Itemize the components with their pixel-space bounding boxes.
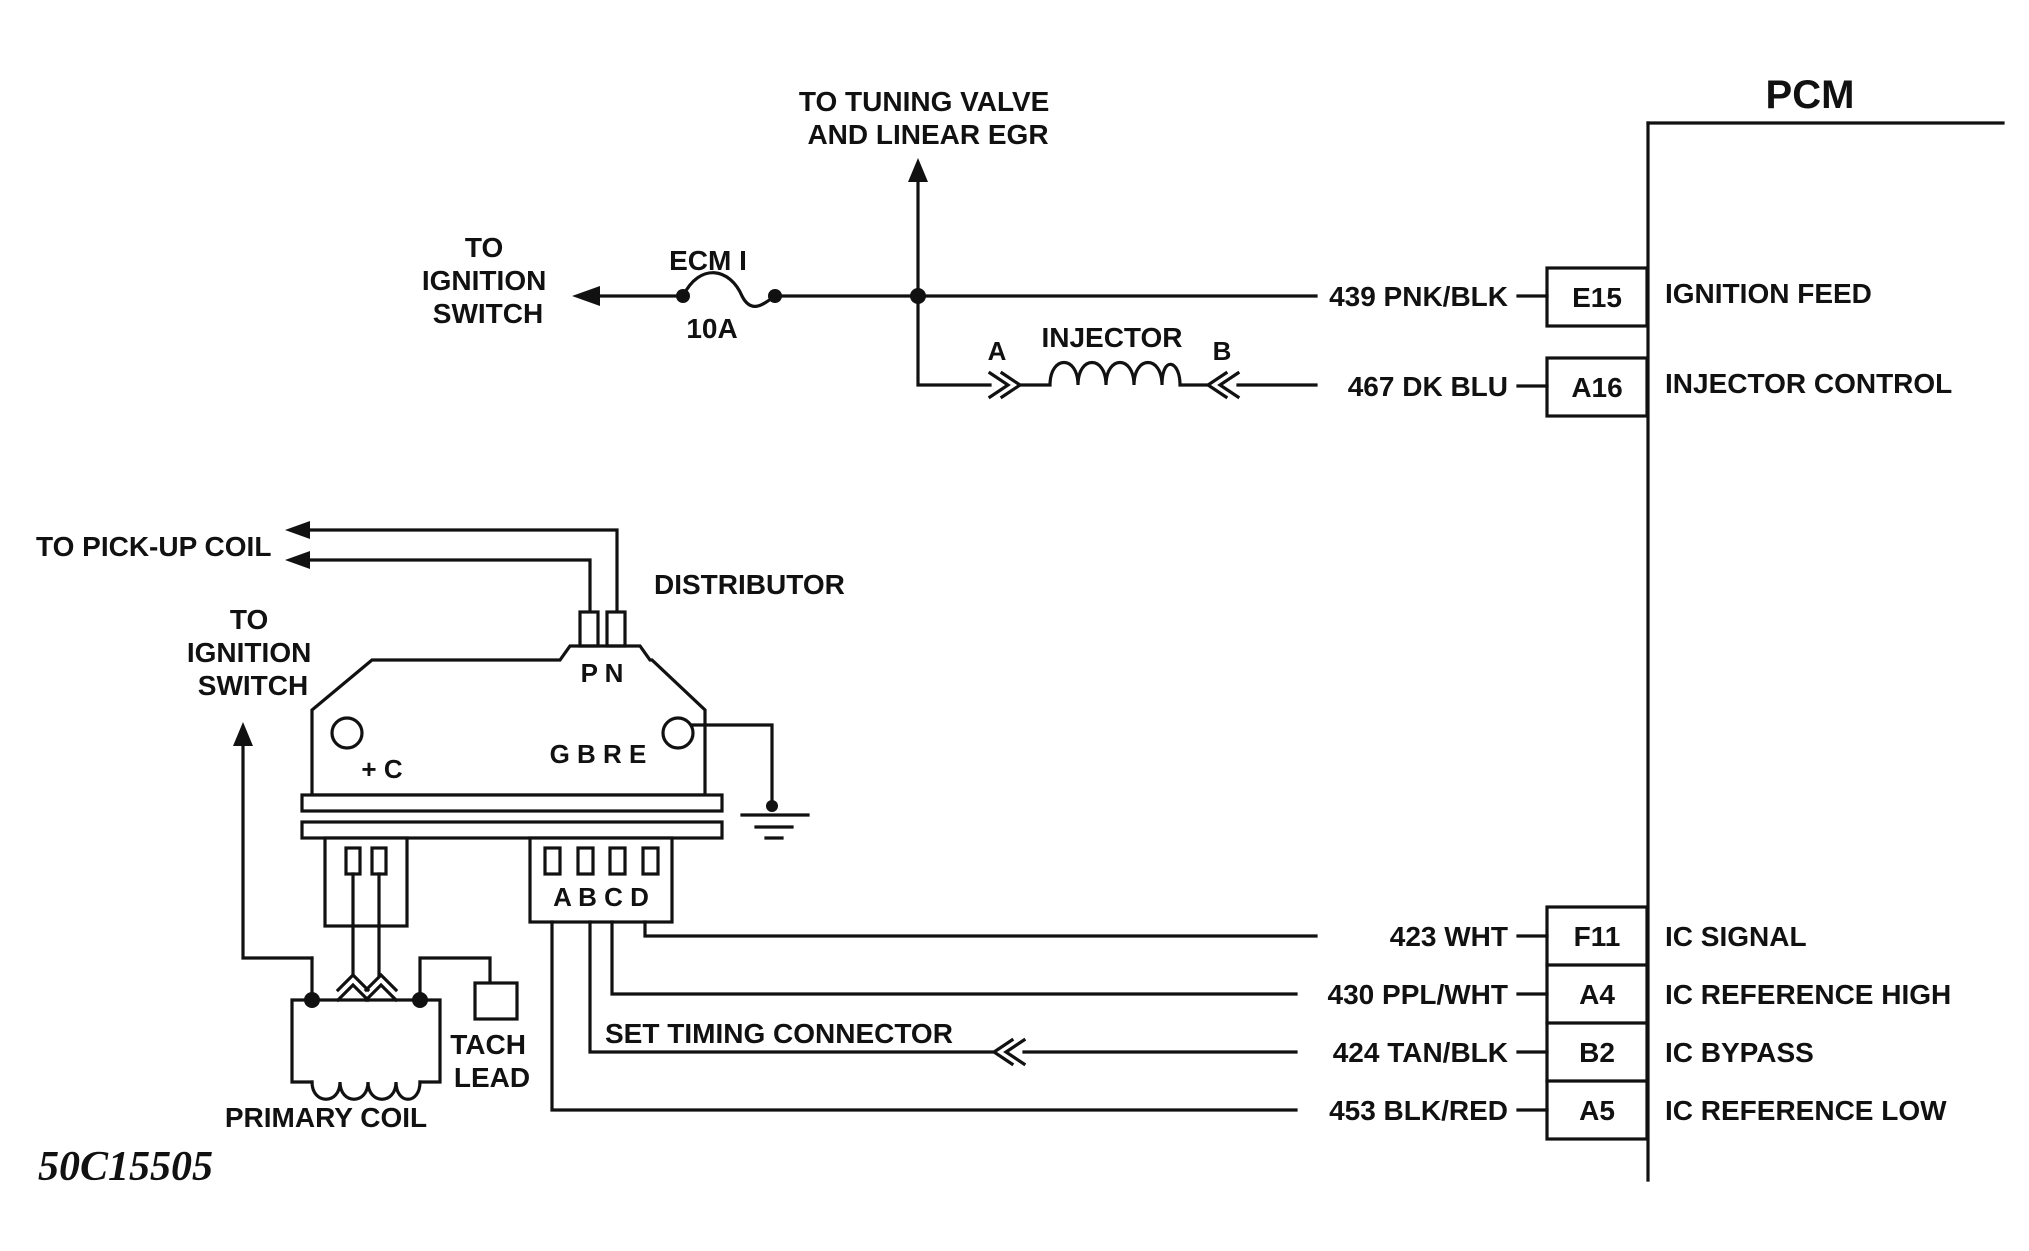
injector-feed-wire	[916, 294, 992, 387]
fuse-rating: 10A	[686, 313, 737, 344]
set-timing-connector-icon	[991, 1037, 1027, 1067]
module-pins-plus-c: + C	[361, 754, 402, 784]
terminal-n	[605, 610, 627, 648]
wire-423: 423 WHT	[1390, 921, 1508, 952]
wire-467: 467 DK BLU	[1348, 371, 1508, 402]
pin-e15: E15	[1572, 282, 1622, 313]
pin-a16: A16	[1571, 372, 1622, 403]
figure-id: 50C15505	[38, 1144, 213, 1190]
primary-coil-icon	[310, 1080, 422, 1101]
connector-a-icon	[987, 370, 1023, 400]
connector-pins-label: A B C D	[553, 882, 649, 912]
set-timing-label: SET TIMING CONNECTOR	[605, 1018, 953, 1049]
ic-bypass-wire	[588, 920, 994, 1054]
mount-hole-right	[661, 716, 695, 750]
coil-connector-icon	[335, 972, 399, 1003]
wire-453: 453 BLK/RED	[1329, 1095, 1508, 1126]
function-ignition-feed: IGNITION FEED	[1665, 278, 1872, 309]
pcm-title: PCM	[1766, 73, 1855, 117]
ic-reference-low-wire	[550, 920, 1298, 1112]
wire-439: 439 PNK/BLK	[1329, 281, 1508, 312]
wire-424: 424 TAN/BLK	[1333, 1037, 1508, 1068]
terminal-p	[578, 610, 600, 648]
terminal-a	[543, 846, 562, 876]
distributor-label: DISTRIBUTOR	[654, 569, 845, 600]
ignition-switch-label-left: TO IGNITION SWITCH	[187, 604, 319, 701]
function-ic-reference-low: IC REFERENCE LOW	[1665, 1095, 1947, 1126]
pickup-wire-n	[308, 528, 619, 614]
pin-stubs	[1516, 294, 1549, 1112]
injector-pin-b: B	[1213, 336, 1232, 366]
pin-box-a16	[1545, 356, 1649, 418]
ic-reference-high-wire	[610, 920, 1298, 996]
ignition-switch-label-top: TO IGNITION SWITCH	[422, 232, 554, 329]
terminal-d	[641, 846, 660, 876]
arrow-up-icon	[908, 158, 928, 182]
tach-lead-label: TACH LEAD	[450, 1029, 533, 1093]
terminal-b	[576, 846, 595, 876]
arrow-left-icon	[285, 521, 310, 539]
coil-feed-wires	[351, 872, 381, 977]
wire-430: 430 PPL/WHT	[1328, 979, 1508, 1010]
pin-box-dividers	[1545, 963, 1649, 1083]
ground-wire	[691, 723, 774, 810]
terminal-plus	[344, 846, 362, 876]
arrow-left-icon	[285, 551, 310, 569]
primary-coil-frame	[290, 998, 442, 1084]
ground-dot	[766, 800, 778, 812]
module-flange-top	[300, 793, 724, 813]
connector-b-icon	[1205, 370, 1241, 400]
injector-label: INJECTOR	[1041, 322, 1182, 353]
tach-wire	[418, 956, 492, 1002]
terminal-c	[370, 846, 388, 876]
primary-coil-label: PRIMARY COIL	[225, 1102, 427, 1133]
arrow-up-icon	[233, 722, 253, 746]
tach-terminal	[473, 981, 519, 1021]
ic-signal-wire	[643, 920, 1318, 938]
injector-pin-a: A	[988, 336, 1007, 366]
connector-plus-c	[323, 836, 409, 928]
injector-coil-icon	[1018, 360, 1210, 387]
function-ic-signal: IC SIGNAL	[1665, 921, 1807, 952]
tuning-valve-label: TO TUNING VALVE AND LINEAR EGR	[799, 86, 1057, 150]
fuse-name: ECM I	[669, 245, 747, 276]
function-ic-bypass: IC BYPASS	[1665, 1037, 1814, 1068]
pickup-coil-label: TO PICK-UP COIL	[36, 531, 271, 562]
terminal-c2	[608, 846, 627, 876]
fuse-icon	[680, 271, 778, 308]
pin-a5: A5	[1579, 1095, 1615, 1126]
module-pins-pn: P N	[581, 658, 624, 688]
arrow-left-icon	[572, 286, 600, 306]
pin-f11: F11	[1574, 921, 1621, 952]
module-flange-bottom	[300, 820, 724, 840]
mount-hole-left	[330, 716, 364, 750]
function-injector-control: INJECTOR CONTROL	[1665, 368, 1952, 399]
module-pins-gbre: G B R E	[550, 739, 647, 769]
function-ic-reference-high: IC REFERENCE HIGH	[1665, 979, 1951, 1010]
pin-a4: A4	[1579, 979, 1615, 1010]
ground-icon	[740, 813, 810, 840]
ignition-module-body	[310, 644, 707, 797]
ignition-switch-wire	[241, 744, 314, 960]
pin-b2: B2	[1579, 1037, 1615, 1068]
pickup-wire-p	[308, 558, 592, 614]
